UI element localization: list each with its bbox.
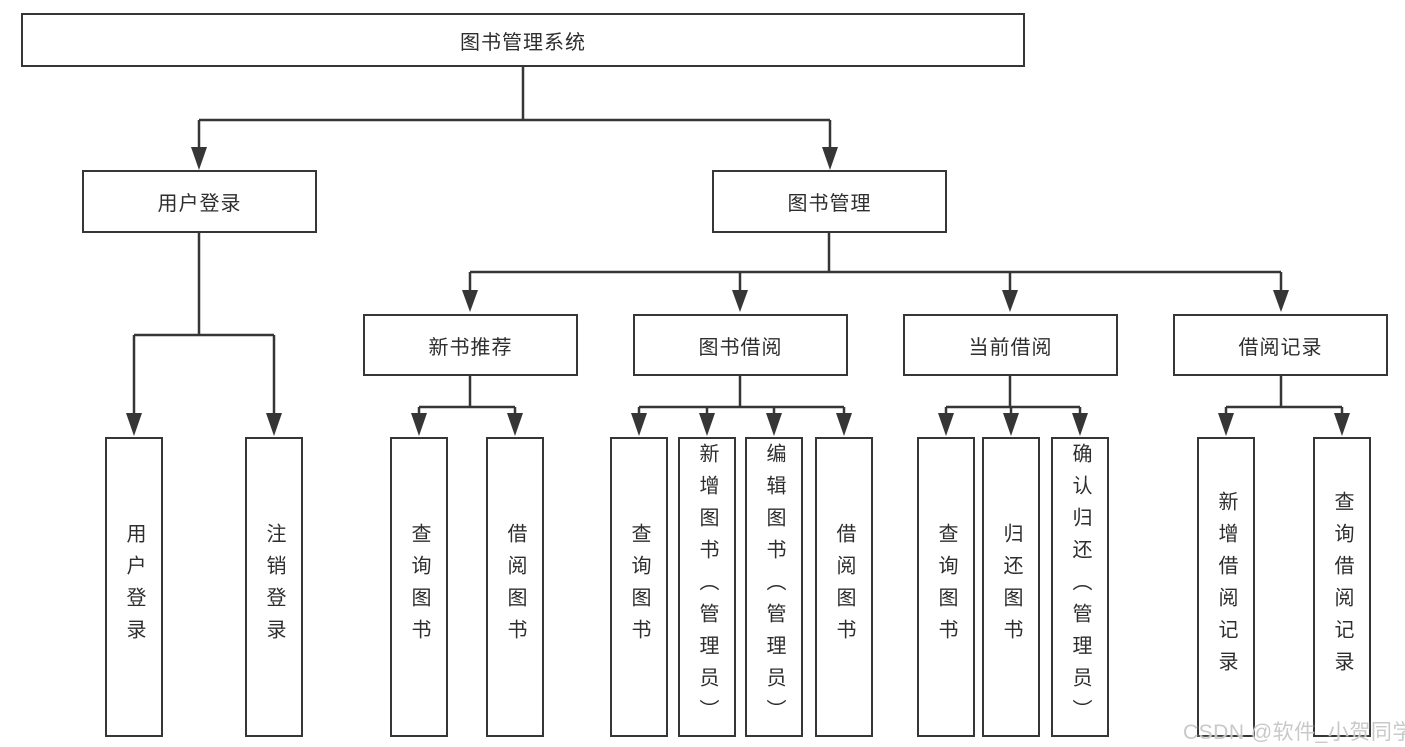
csdn-watermark: CSDN @软件_小贺同学: [1183, 721, 1405, 744]
leaf-current-confirm-return-admin: 确认归还（管理员）: [1051, 437, 1109, 737]
connector-borrow-records-children: [1218, 376, 1350, 436]
leaf-label: 归还图书: [1000, 523, 1022, 651]
leaf-borrowing-query-books: 查询图书: [610, 437, 668, 737]
leaf-label: 确认归还（管理员）: [1069, 443, 1091, 731]
leaf-borrowing-edit-books-admin: 编辑图书（管理员）: [745, 437, 803, 737]
leaf-records-query-record: 查询借阅记录: [1313, 437, 1371, 737]
node-label: 当前借阅: [968, 336, 1053, 359]
connector-new-book-children: [411, 376, 523, 436]
leaf-current-query-books: 查询图书: [917, 437, 975, 737]
leaf-label: 借阅图书: [833, 523, 855, 651]
node-new-book-recommend: 新书推荐: [363, 314, 578, 376]
leaf-user-login: 用户登录: [105, 437, 163, 737]
leaf-label: 查询图书: [408, 523, 430, 651]
node-book-management: 图书管理: [712, 170, 947, 233]
leaf-records-add-record: 新增借阅记录: [1197, 437, 1255, 737]
leaf-label: 查询借阅记录: [1331, 491, 1353, 683]
node-label: 图书借阅: [698, 336, 783, 359]
node-label: 用户登录: [157, 193, 242, 215]
node-book-management-system: 图书管理系统: [21, 13, 1025, 67]
leaf-borrowing-borrow-books: 借阅图书: [815, 437, 873, 737]
leaf-newbook-borrow-books: 借阅图书: [486, 437, 544, 737]
connector-root-to-level2: [191, 67, 838, 170]
connector-book-borrow-children: [631, 376, 852, 436]
node-current-borrowing: 当前借阅: [903, 314, 1118, 376]
node-label: 图书管理: [787, 193, 872, 215]
leaf-current-return-books: 归还图书: [982, 437, 1040, 737]
leaf-borrowing-add-books-admin: 新增图书（管理员）: [678, 437, 736, 737]
leaf-label: 编辑图书（管理员）: [763, 443, 785, 731]
leaf-label: 注销登录: [263, 523, 285, 651]
node-user-login: 用户登录: [82, 170, 317, 233]
leaf-label: 新增图书（管理员）: [696, 443, 718, 731]
leaf-label: 新增借阅记录: [1215, 491, 1237, 683]
leaf-label: 查询图书: [935, 523, 957, 651]
node-label: 图书管理系统: [460, 31, 586, 54]
connector-book-mgmt-to-level3: [462, 233, 1289, 312]
node-borrowing-records: 借阅记录: [1173, 314, 1388, 376]
connector-current-borrow-children: [938, 376, 1088, 436]
node-label: 借阅记录: [1238, 336, 1323, 359]
leaf-label: 用户登录: [123, 523, 145, 651]
leaf-label: 借阅图书: [504, 523, 526, 651]
connector-user-login-children: [126, 233, 282, 436]
leaf-label: 查询图书: [628, 523, 650, 651]
node-book-borrowing: 图书借阅: [633, 314, 848, 376]
leaf-newbook-query-books: 查询图书: [390, 437, 448, 737]
leaf-logout: 注销登录: [245, 437, 303, 737]
node-label: 新书推荐: [428, 336, 513, 359]
